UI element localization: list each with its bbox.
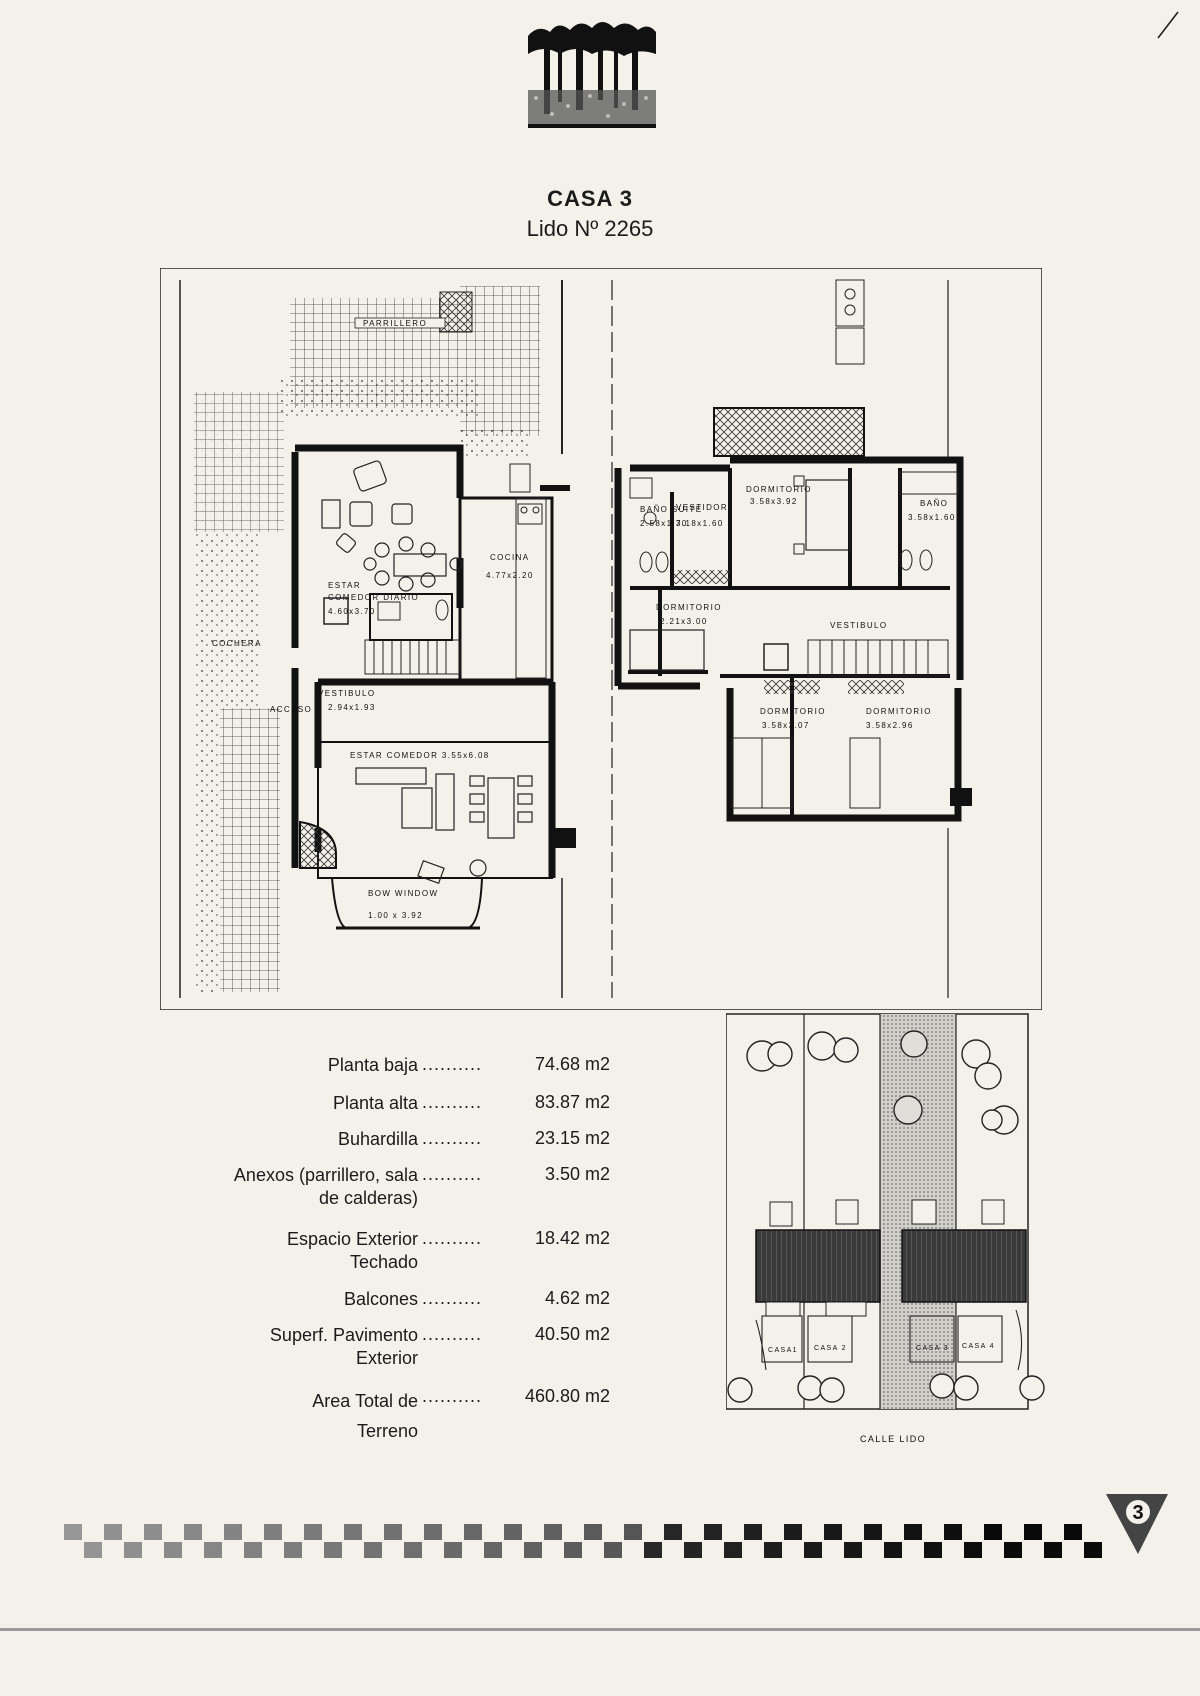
- area-row: Balcones .......... 4.62 m2: [180, 1288, 680, 1324]
- area-row: Planta baja .......... 74.68 m2: [180, 1054, 680, 1092]
- svg-text:CALLE LIDO: CALLE LIDO: [860, 1434, 926, 1444]
- area-unit: m2: [585, 1228, 611, 1248]
- area-name: Balcones: [343, 1289, 418, 1309]
- svg-text:DORMITORIO: DORMITORIO: [866, 707, 932, 716]
- svg-text:BAÑO SUITE: BAÑO SUITE: [640, 505, 702, 514]
- house-address: Lido Nº 2265: [526, 216, 654, 241]
- site-plan: CASA1 CASA 2 CASA 3 CASA 4 CALLE LIDO: [726, 1013, 1045, 1444]
- pine-trees-logo: [528, 14, 656, 140]
- svg-text:BOW WINDOW: BOW WINDOW: [368, 889, 438, 898]
- svg-text:VESTIBULO: VESTIBULO: [318, 689, 376, 698]
- svg-text:ESTAR: ESTAR: [328, 581, 361, 590]
- svg-text:COCHERA: COCHERA: [212, 639, 262, 648]
- house-title: CASA 3: [547, 186, 633, 211]
- page-number: 3: [1132, 1502, 1143, 1524]
- area-leader: ..........: [422, 1128, 483, 1148]
- svg-text:3.58x1.60: 3.58x1.60: [908, 513, 956, 522]
- ground-floor-plan: PARRILLERO: [179, 280, 576, 998]
- area-value: 40.50: [534, 1324, 580, 1344]
- area-value: 3.50: [544, 1164, 580, 1184]
- area-leader: ..........: [422, 1164, 483, 1184]
- area-unit: m2: [585, 1288, 611, 1308]
- svg-text:ACCESO: ACCESO: [270, 705, 312, 714]
- area-value: 460.80: [524, 1386, 580, 1406]
- area-leader: ..........: [422, 1288, 483, 1308]
- svg-text:2.21x3.00: 2.21x3.00: [660, 617, 708, 626]
- area-unit: m2: [585, 1054, 611, 1074]
- area-leader: ..........: [422, 1386, 483, 1406]
- area-leader: ..........: [422, 1324, 483, 1344]
- svg-text:PARRILLERO: PARRILLERO: [363, 319, 427, 328]
- svg-text:3.58x2.96: 3.58x2.96: [866, 721, 914, 730]
- svg-text:CASA 3: CASA 3: [916, 1345, 949, 1352]
- area-name: Planta alta: [332, 1093, 418, 1113]
- svg-text:COMEDOR DIARIO: COMEDOR DIARIO: [328, 593, 419, 602]
- area-value: 83.87: [534, 1092, 580, 1112]
- page-edge: [0, 1628, 1200, 1631]
- areas-table: Planta baja .......... 74.68 m2 Planta a…: [180, 1054, 680, 1446]
- checker-band: [64, 1524, 1102, 1558]
- svg-text:BAÑO: BAÑO: [920, 499, 948, 508]
- area-unit: m2: [585, 1324, 611, 1344]
- svg-text:VESTIBULO: VESTIBULO: [830, 621, 888, 630]
- svg-text:VESTIDOR: VESTIDOR: [676, 503, 728, 512]
- area-row: Buhardilla .......... 23.15 m2: [180, 1128, 680, 1164]
- area-leader: ..........: [422, 1228, 483, 1248]
- area-value: 18.42: [534, 1228, 580, 1248]
- area-unit: m2: [585, 1128, 611, 1148]
- svg-text:4.77x2.20: 4.77x2.20: [486, 571, 534, 580]
- svg-text:3.58x3.07: 3.58x3.07: [762, 721, 810, 730]
- svg-text:CASA1: CASA1: [768, 1347, 798, 1354]
- page-number-badge: 3: [1106, 1494, 1168, 1554]
- upper-floor-plan: BAÑO SUITE 2.58x1.70 VESTIDOR 3.18x1.60 …: [611, 279, 972, 998]
- area-unit: m2: [585, 1386, 611, 1406]
- svg-text:4.60x3.70: 4.60x3.70: [328, 607, 376, 616]
- area-leader: ..........: [422, 1054, 483, 1074]
- area-name: Buhardilla: [337, 1129, 418, 1149]
- svg-text:COCINA: COCINA: [490, 553, 530, 562]
- area-name: Planta baja: [327, 1055, 418, 1075]
- svg-text:3.58x3.92: 3.58x3.92: [750, 497, 798, 506]
- svg-text:1.00 x 3.92: 1.00 x 3.92: [368, 911, 423, 920]
- svg-text:CASA 4: CASA 4: [962, 1343, 995, 1350]
- area-leader: ..........: [422, 1092, 483, 1112]
- area-unit: m2: [585, 1092, 611, 1112]
- svg-text:DORMITORIO: DORMITORIO: [760, 707, 826, 716]
- svg-text:CASA 2: CASA 2: [814, 1345, 847, 1352]
- svg-text:DORMITORIO: DORMITORIO: [746, 485, 812, 494]
- area-value: 23.15: [534, 1128, 580, 1148]
- svg-text:ESTAR COMEDOR 3.55x6.08: ESTAR COMEDOR 3.55x6.08: [350, 751, 490, 760]
- svg-text:2.58x1.70: 2.58x1.70: [640, 519, 688, 528]
- svg-text:2.94x1.93: 2.94x1.93: [328, 703, 376, 712]
- svg-text:DORMITORIO: DORMITORIO: [656, 603, 722, 612]
- area-value: 4.62: [544, 1288, 580, 1308]
- area-value: 74.68: [534, 1054, 580, 1074]
- svg-text:3.18x1.60: 3.18x1.60: [676, 519, 724, 528]
- floor-plans: PARRILLERO: [160, 268, 1042, 1010]
- area-unit: m2: [585, 1164, 611, 1184]
- pen-mark: [1154, 10, 1184, 45]
- area-row: Planta alta .......... 83.87 m2: [180, 1092, 680, 1128]
